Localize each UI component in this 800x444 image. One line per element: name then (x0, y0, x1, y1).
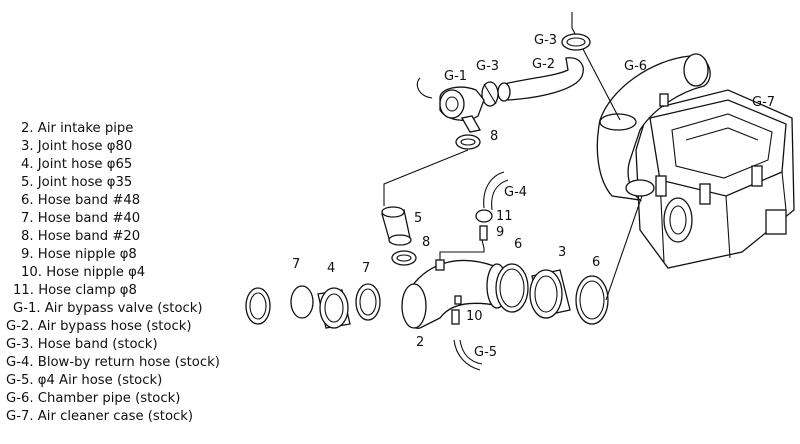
legend-item: 8. Hose band #20 (21, 228, 140, 245)
callout-3: 3 (558, 245, 566, 260)
legend-number: 8. (21, 229, 34, 244)
leader-line (605, 195, 643, 301)
legend-text: Air intake pipe (37, 121, 134, 136)
callout-g6: G-6 (624, 59, 647, 74)
callout-8-top: 8 (490, 129, 498, 144)
hose-clamp-11 (475, 209, 493, 223)
hose-nipple-10 (451, 309, 460, 325)
callout-g4: G-4 (504, 185, 527, 200)
legend-item: 9. Hose nipple φ8 (21, 246, 137, 263)
hose-band-7-mid (355, 283, 381, 321)
legend-number: 7. (21, 211, 34, 226)
legend-number: 3. (21, 139, 34, 154)
blowby-return-hose (483, 171, 509, 211)
legend-text: Chamber pipe (stock) (37, 391, 181, 406)
callout-g5: G-5 (474, 345, 497, 360)
legend-number: 6. (21, 193, 34, 208)
callout-7-mid: 7 (362, 261, 370, 276)
legend-text: Air bypass valve (stock) (44, 301, 203, 316)
callout-g3-top: G-3 (534, 33, 557, 48)
legend-text: Blow-by return hose (stock) (37, 355, 220, 370)
leader-line (571, 12, 621, 121)
legend-number: 10. (21, 265, 42, 280)
legend-text: Hose band #48 (37, 193, 141, 208)
callout-g3-mid: G-3 (476, 59, 499, 74)
legend-number: G-3. (6, 337, 34, 352)
hose-band-6-mid (495, 263, 529, 313)
chamber-pipe (596, 53, 711, 201)
legend-item: G-4. Blow-by return hose (stock) (6, 354, 220, 371)
legend-number: 2. (21, 121, 34, 136)
legend-item: G-3. Hose band (stock) (6, 336, 158, 353)
legend-number: G-1. (13, 301, 41, 316)
callout-g7: G-7 (752, 95, 775, 110)
legend-text: Hose band #40 (37, 211, 141, 226)
legend-item: G-1. Air bypass valve (stock) (13, 300, 203, 317)
joint-hose-4 (317, 287, 351, 329)
legend-number: G-2. (6, 319, 34, 334)
legend-item: G-5. φ4 Air hose (stock) (6, 372, 162, 389)
legend-text: φ4 Air hose (stock) (37, 373, 163, 388)
legend-item: 5. Joint hose φ35 (21, 174, 132, 191)
callout-2: 2 (416, 335, 424, 350)
air-hose-g5 (453, 339, 483, 371)
hose-band-7-left (245, 285, 314, 325)
legend-number: G-4. (6, 355, 34, 370)
legend-item: 2. Air intake pipe (21, 120, 133, 137)
callout-9: 9 (496, 225, 504, 240)
callout-g1: G-1 (444, 69, 467, 84)
leader-line (439, 248, 485, 262)
legend-item: G-2. Air bypass hose (stock) (6, 318, 192, 335)
legend-number: G-5. (6, 373, 34, 388)
callout-8-mid: 8 (422, 235, 430, 250)
callout-g2: G-2 (532, 57, 555, 72)
callout-7-left: 7 (292, 257, 300, 272)
legend-item: 11. Hose clamp φ8 (13, 282, 137, 299)
hose-band-g3-top (561, 33, 591, 51)
legend-number: G-6. (6, 391, 34, 406)
hose-band-8-mid (391, 250, 417, 266)
air-cleaner-case (635, 89, 795, 269)
legend-text: Hose band (stock) (37, 337, 158, 352)
legend-text: Hose band #20 (37, 229, 141, 244)
legend-item: 3. Joint hose φ80 (21, 138, 132, 155)
legend-text: Joint hose φ35 (37, 175, 133, 190)
callout-6-right: 6 (592, 255, 600, 270)
legend-item: G-6. Chamber pipe (stock) (6, 390, 180, 407)
legend-item: 6. Hose band #48 (21, 192, 140, 209)
legend-item: 4. Joint hose φ65 (21, 156, 132, 173)
legend-text: Joint hose φ80 (37, 139, 133, 154)
legend-item: G-7. Air cleaner case (stock) (6, 408, 193, 425)
callout-10: 10 (466, 309, 483, 324)
callout-labels: G-3 G-6 G-7 G-1 G-3 G-2 8 G-4 5 11 9 8 6… (292, 33, 775, 360)
legend-text: Hose clamp φ8 (38, 283, 137, 298)
legend-item: 7. Hose band #40 (21, 210, 140, 227)
callout-5: 5 (414, 211, 422, 226)
legend-number: G-7. (6, 409, 34, 424)
legend-number: 5. (21, 175, 34, 190)
legend-number: 9. (21, 247, 34, 262)
legend-text: Air cleaner case (stock) (37, 409, 194, 424)
joint-hose-3 (529, 269, 571, 319)
legend-text: Air bypass hose (stock) (37, 319, 192, 334)
legend-text: Joint hose φ65 (37, 157, 133, 172)
legend-number: 4. (21, 157, 34, 172)
hose-band-g3-mid (481, 81, 499, 107)
leader-line (383, 149, 469, 206)
legend-text: Hose nipple φ4 (46, 265, 146, 280)
callout-6-mid: 6 (514, 237, 522, 252)
legend-text: Hose nipple φ8 (37, 247, 137, 262)
air-bypass-valve (416, 77, 485, 133)
legend-number: 11. (13, 283, 34, 298)
legend-item: 10. Hose nipple φ4 (21, 264, 145, 281)
hose-band-6-right (575, 275, 609, 325)
joint-hose-5 (381, 206, 412, 246)
callout-4: 4 (327, 261, 335, 276)
hose-nipple-9 (479, 225, 488, 249)
callout-11: 11 (496, 209, 513, 224)
hose-band-8-top (455, 134, 481, 150)
